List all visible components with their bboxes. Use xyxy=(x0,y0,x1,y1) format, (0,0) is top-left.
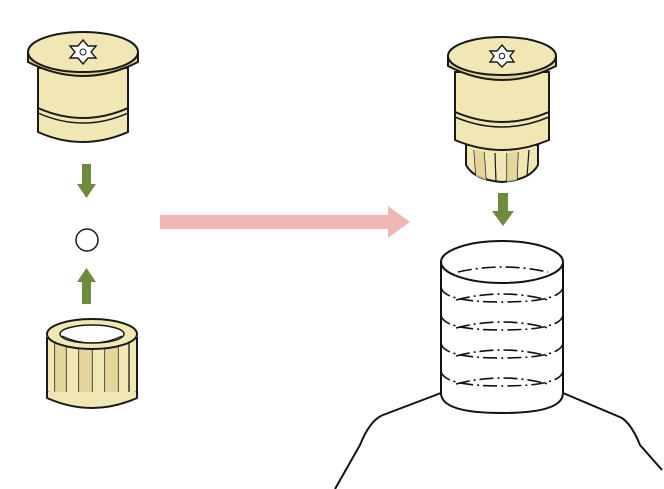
transfer-arrow-icon xyxy=(160,206,410,238)
ribbed-ring-icon xyxy=(46,318,138,409)
cap-top-icon xyxy=(27,31,139,143)
arrow-up-icon xyxy=(77,268,96,304)
assembled-cap-icon xyxy=(447,36,557,184)
ball-icon xyxy=(75,228,99,252)
screw-recess-icon xyxy=(488,43,516,68)
arrow-down-icon xyxy=(77,164,96,198)
bottle-neck-icon xyxy=(334,240,663,489)
arrow-down-icon xyxy=(492,193,514,226)
screw-recess-icon xyxy=(68,38,98,66)
